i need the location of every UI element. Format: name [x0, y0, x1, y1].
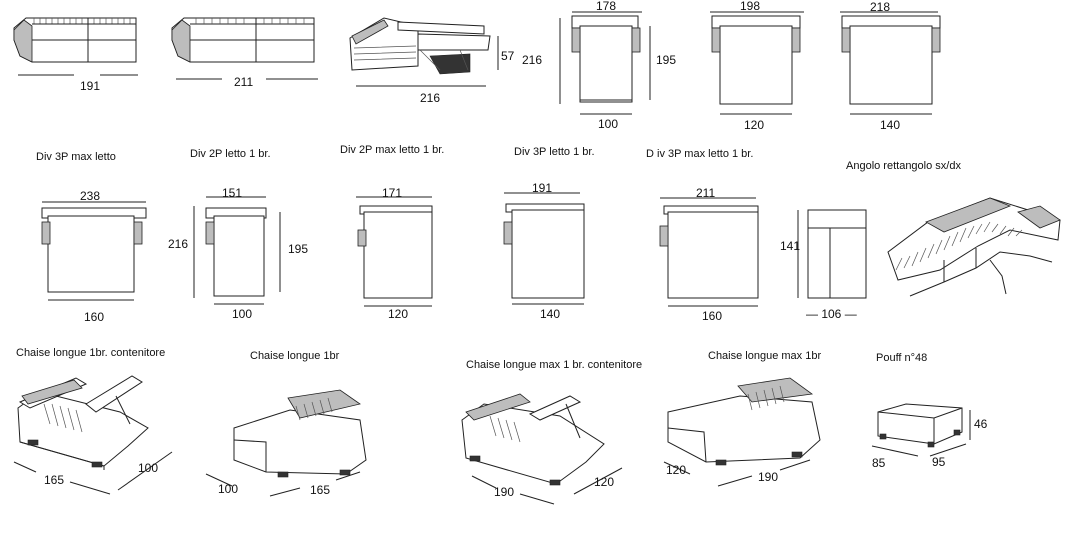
plan-view-218	[841, 15, 941, 105]
dim-label: 190	[758, 470, 778, 484]
dim-label: 218	[870, 0, 890, 14]
dim-label: 198	[740, 0, 760, 13]
dim-label: 100	[232, 307, 252, 321]
sofa-bed-open-side-view	[349, 17, 491, 75]
caption-chaise-1br: Chaise longue 1br	[250, 350, 340, 362]
dim-label: 100	[138, 461, 158, 475]
dimension-sofa-2p-width: 211	[176, 75, 318, 89]
dim-label: 141	[780, 239, 800, 253]
dim-label: 120	[744, 118, 764, 132]
dimension-plan-218: 218 140	[840, 0, 938, 132]
dim-label: 211	[696, 186, 715, 200]
dim-label: 160	[84, 310, 104, 324]
corner-sofa-perspective	[887, 197, 1061, 297]
dim-label: 140	[880, 118, 900, 132]
plan-view-151: 151 216 195 100	[168, 186, 308, 321]
plan-view-191: 191 140	[503, 181, 585, 321]
caption-pouf: Pouff n°48	[876, 352, 927, 364]
plan-view-171: 171 120	[356, 186, 433, 321]
dim-label: 151	[222, 186, 242, 200]
corner-module-plan: 141 — 106 —	[780, 209, 867, 321]
dimension-bed-open-length: 216	[356, 85, 486, 105]
plan-view-178	[571, 15, 641, 103]
dim-label: 195	[656, 53, 676, 67]
plan-view-211: 211 160	[659, 186, 759, 323]
dim-label: 95	[932, 455, 946, 469]
dim-label: 120	[388, 307, 408, 321]
dim-label: 191	[80, 79, 100, 93]
dim-label: 120	[594, 475, 614, 489]
dim-label: 216	[522, 53, 542, 67]
dim-label: 46	[974, 417, 988, 431]
sofa-2p-front-view	[171, 17, 315, 63]
chaise-longue-1br-contenitore: 165 100	[13, 375, 173, 495]
dim-label: 160	[702, 309, 722, 323]
dim-label: 140	[540, 307, 560, 321]
dim-label: 190	[494, 485, 514, 499]
caption-div-3p-max-letto: Div 3P max letto	[36, 151, 116, 163]
dim-label: 238	[80, 189, 100, 203]
pouf: 46 85 95	[871, 403, 988, 470]
dim-label: 195	[288, 242, 308, 256]
chaise-longue-max-contenitore: 190 120	[461, 393, 623, 505]
caption-chaise-max-1br-contenitore: Chaise longue max 1 br. contenitore	[466, 359, 642, 371]
caption-div-3p-max-letto-1br: D iv 3P max letto 1 br.	[646, 148, 753, 160]
dimension-bed-open-height: 57	[497, 36, 515, 70]
plan-view-198	[711, 15, 801, 105]
caption-div-3p-letto: Div 3P letto 1 br.	[514, 146, 595, 158]
dim-label: 171	[382, 186, 402, 200]
plan-view-238: 238 160	[41, 189, 147, 324]
caption-chaise-1br-contenitore: Chaise longue 1br. contenitore	[16, 347, 165, 359]
chaise-longue-max-1br: 120 190	[663, 377, 821, 487]
caption-div-2p-max-letto: Div 2P max letto 1 br.	[340, 144, 444, 156]
dim-label: 211	[234, 75, 253, 89]
dim-label: — 106 —	[806, 307, 857, 321]
dimension-sofa-3p-width: 191	[18, 74, 138, 93]
dim-label: 100	[598, 117, 618, 131]
dim-label: 85	[872, 456, 886, 470]
sofa-3p-front-view	[13, 17, 137, 63]
caption-div-2p-letto: Div 2P letto 1 br.	[190, 148, 271, 160]
dim-label: 216	[168, 237, 188, 251]
dim-label: 165	[44, 473, 64, 487]
dim-label: 178	[596, 0, 616, 13]
caption-chaise-max-1br: Chaise longue max 1br	[708, 350, 821, 362]
dimension-plan-198: 198 120	[710, 0, 804, 132]
chaise-longue-1br: 100 165	[205, 389, 367, 497]
dim-label: 100	[218, 482, 238, 496]
dimension-plan-178: 178 216 195 100	[522, 0, 676, 131]
caption-angolo-rettangolo: Angolo rettangolo sx/dx	[846, 160, 961, 172]
dim-label: 57	[501, 49, 515, 63]
dim-label: 216	[420, 91, 440, 105]
dim-label: 165	[310, 483, 330, 497]
dim-label: 191	[532, 181, 552, 195]
dim-label: 120	[666, 463, 686, 477]
